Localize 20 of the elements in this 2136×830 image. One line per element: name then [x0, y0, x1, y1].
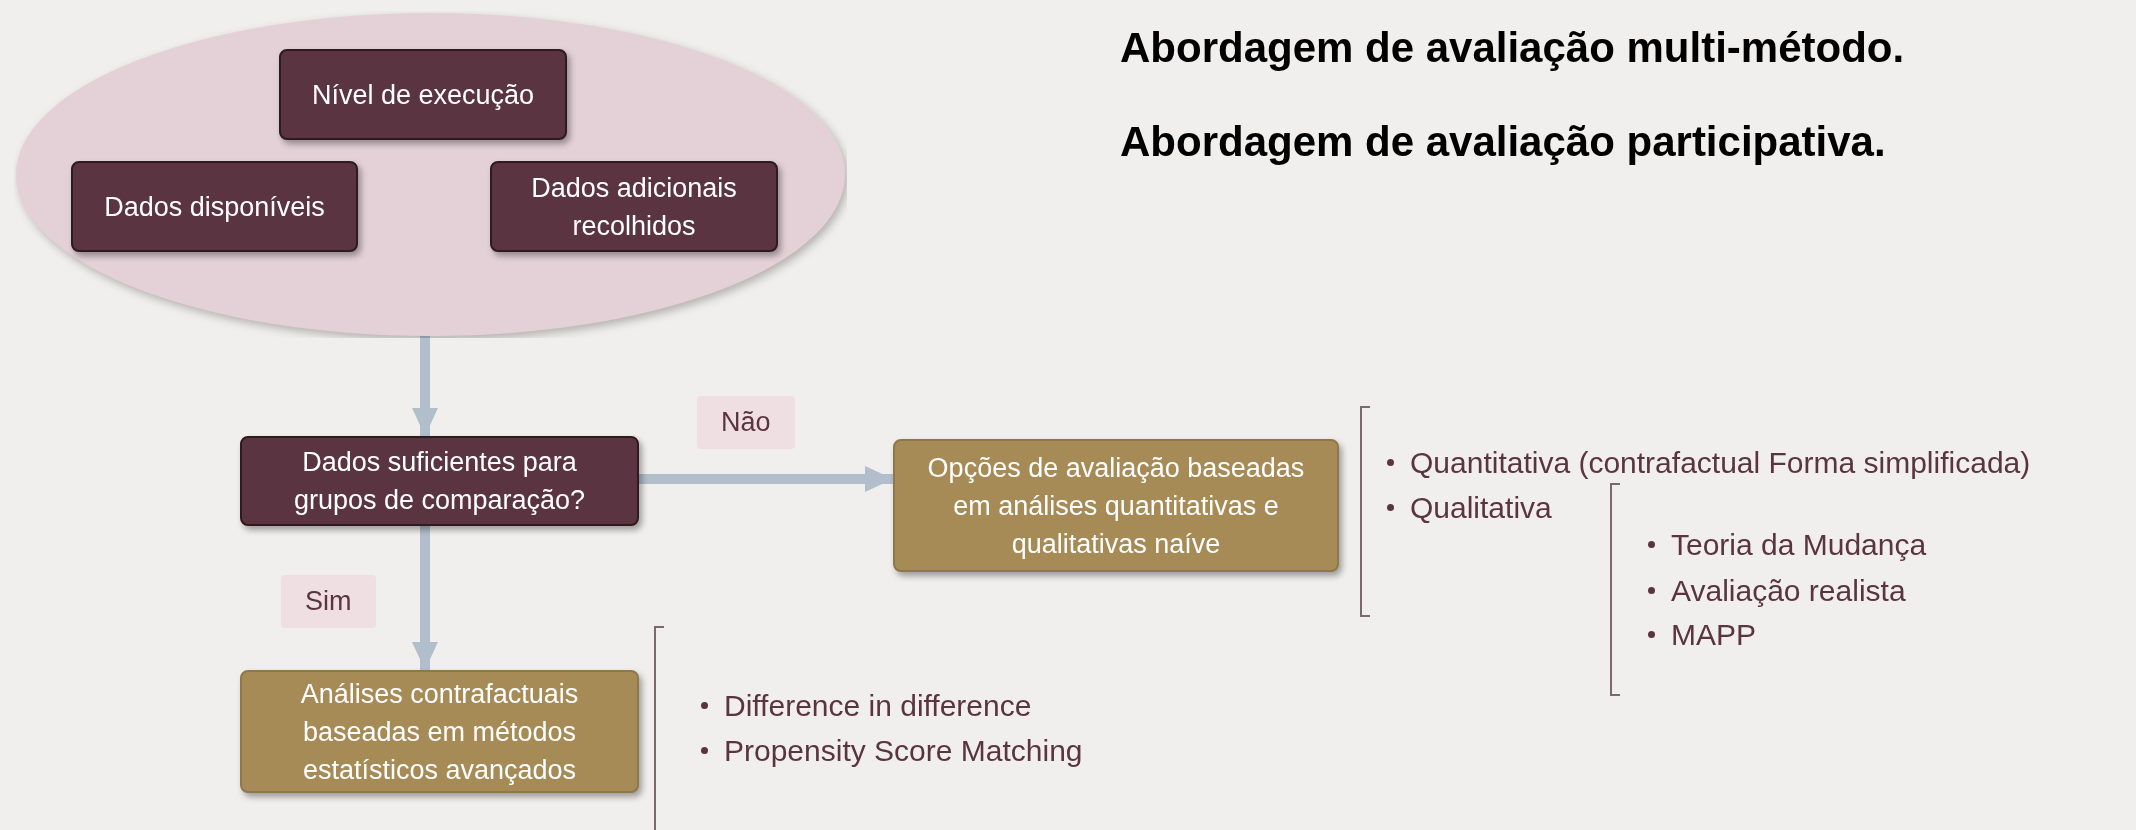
result-box: Opções de avaliação baseadas em análises quantitativas e qualitativas naíve: [893, 439, 1339, 572]
list-item: Propensity Score Matching: [724, 733, 1083, 769]
arrow: [412, 336, 438, 436]
arrow: [639, 465, 893, 492]
process-box: Dados disponíveis: [71, 161, 358, 252]
list-item: Difference in difference: [724, 688, 1032, 724]
list-item: MAPP: [1671, 617, 1757, 653]
process-box: Dados adicionais recolhidos: [490, 161, 778, 252]
edge-label: Não: [697, 396, 795, 449]
process-box: Dados suficientes para grupos de comparação?: [240, 436, 639, 526]
list-item: Teoria da Mudança: [1671, 527, 1927, 563]
list-item: Quantitativa (contrafactual Forma simplificada): [1410, 445, 2031, 481]
edge-label: Sim: [281, 575, 376, 628]
title: Abordagem de avaliação participativa.: [1120, 117, 1886, 167]
arrow: [412, 526, 438, 670]
list-item: Qualitativa: [1410, 490, 1552, 526]
result-box: Análises contrafactuais baseadas em métodos estatísticos avançados: [240, 670, 639, 793]
list-item: Avaliação realista: [1671, 573, 1906, 609]
title: Abordagem de avaliação multi-método.: [1120, 23, 1905, 73]
process-box: Nível de execução: [279, 49, 567, 140]
